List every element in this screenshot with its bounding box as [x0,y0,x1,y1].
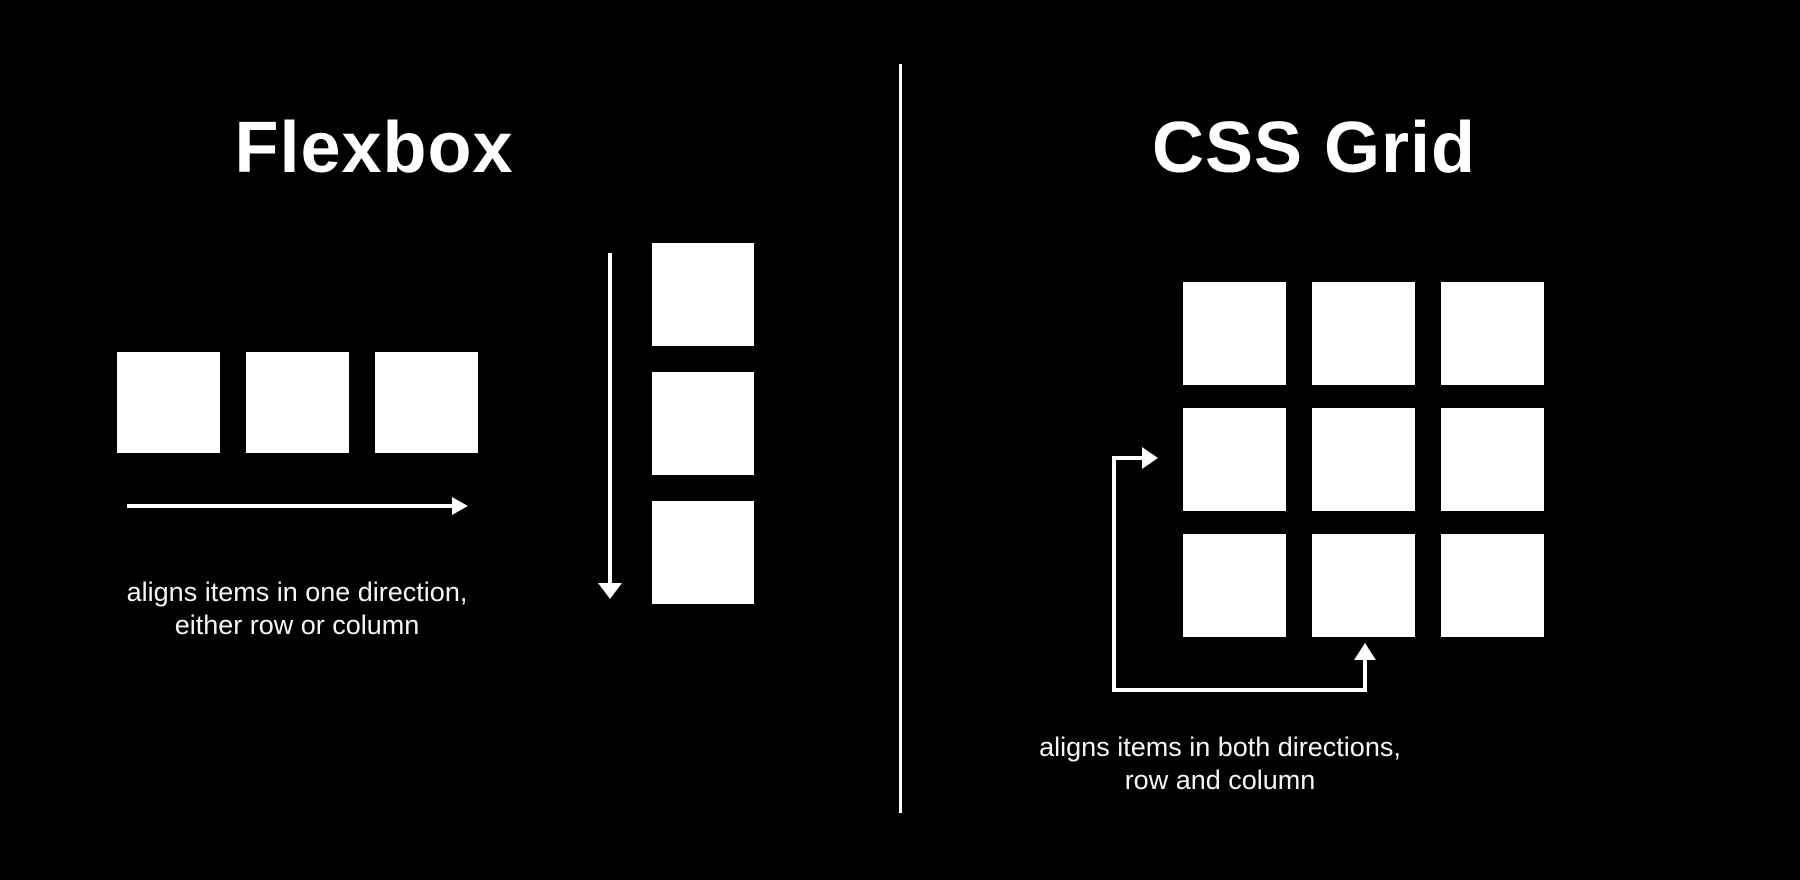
flexbox-title: Flexbox [234,108,514,188]
flexbox-caption: aligns items in one direction, either ro… [127,576,468,642]
grid-item-square [1312,534,1415,637]
flex-row-item-square [375,352,478,453]
css-grid-caption: aligns items in both directions, row and… [1039,731,1401,797]
grid-item-square [1183,282,1286,385]
l-shaped-flow-arrow-icon [1112,456,1146,460]
flow-arrow-bottom-segment [1112,688,1367,692]
right-arrow-icon [127,504,454,508]
flex-row-item-square [246,352,349,453]
right-arrow-head-icon [452,497,468,515]
grid-item-square [1183,408,1286,511]
flow-arrow-up-head-icon [1354,643,1376,660]
flexbox-caption-line2: either row or column [174,610,420,640]
panel-divider [899,64,902,813]
flexbox-caption-line1: aligns items in one direction, [126,577,468,607]
grid-item-square [1441,534,1544,637]
grid-item-square [1183,534,1286,637]
grid-item-square [1312,282,1415,385]
css-grid-caption-line1: aligns items in both directions, [1039,732,1401,762]
flow-arrow-up-segment [1363,659,1367,692]
flexbox-row-demo [117,352,478,453]
flexbox-column-demo [652,243,754,604]
css-grid-caption-line2: row and column [1124,765,1316,795]
down-arrow-head-icon [598,583,622,599]
grid-item-square [1441,408,1544,511]
down-arrow-icon [608,253,612,583]
css-grid-title: CSS Grid [1151,108,1477,188]
flex-column-item-square [652,243,754,346]
flow-arrow-right-head-icon [1142,447,1158,469]
flex-column-item-square [652,501,754,604]
flex-row-item-square [117,352,220,453]
grid-item-square [1441,282,1544,385]
grid-item-square [1312,408,1415,511]
flex-column-item-square [652,372,754,475]
css-grid-demo [1183,282,1544,637]
flow-arrow-left-segment [1112,456,1116,692]
